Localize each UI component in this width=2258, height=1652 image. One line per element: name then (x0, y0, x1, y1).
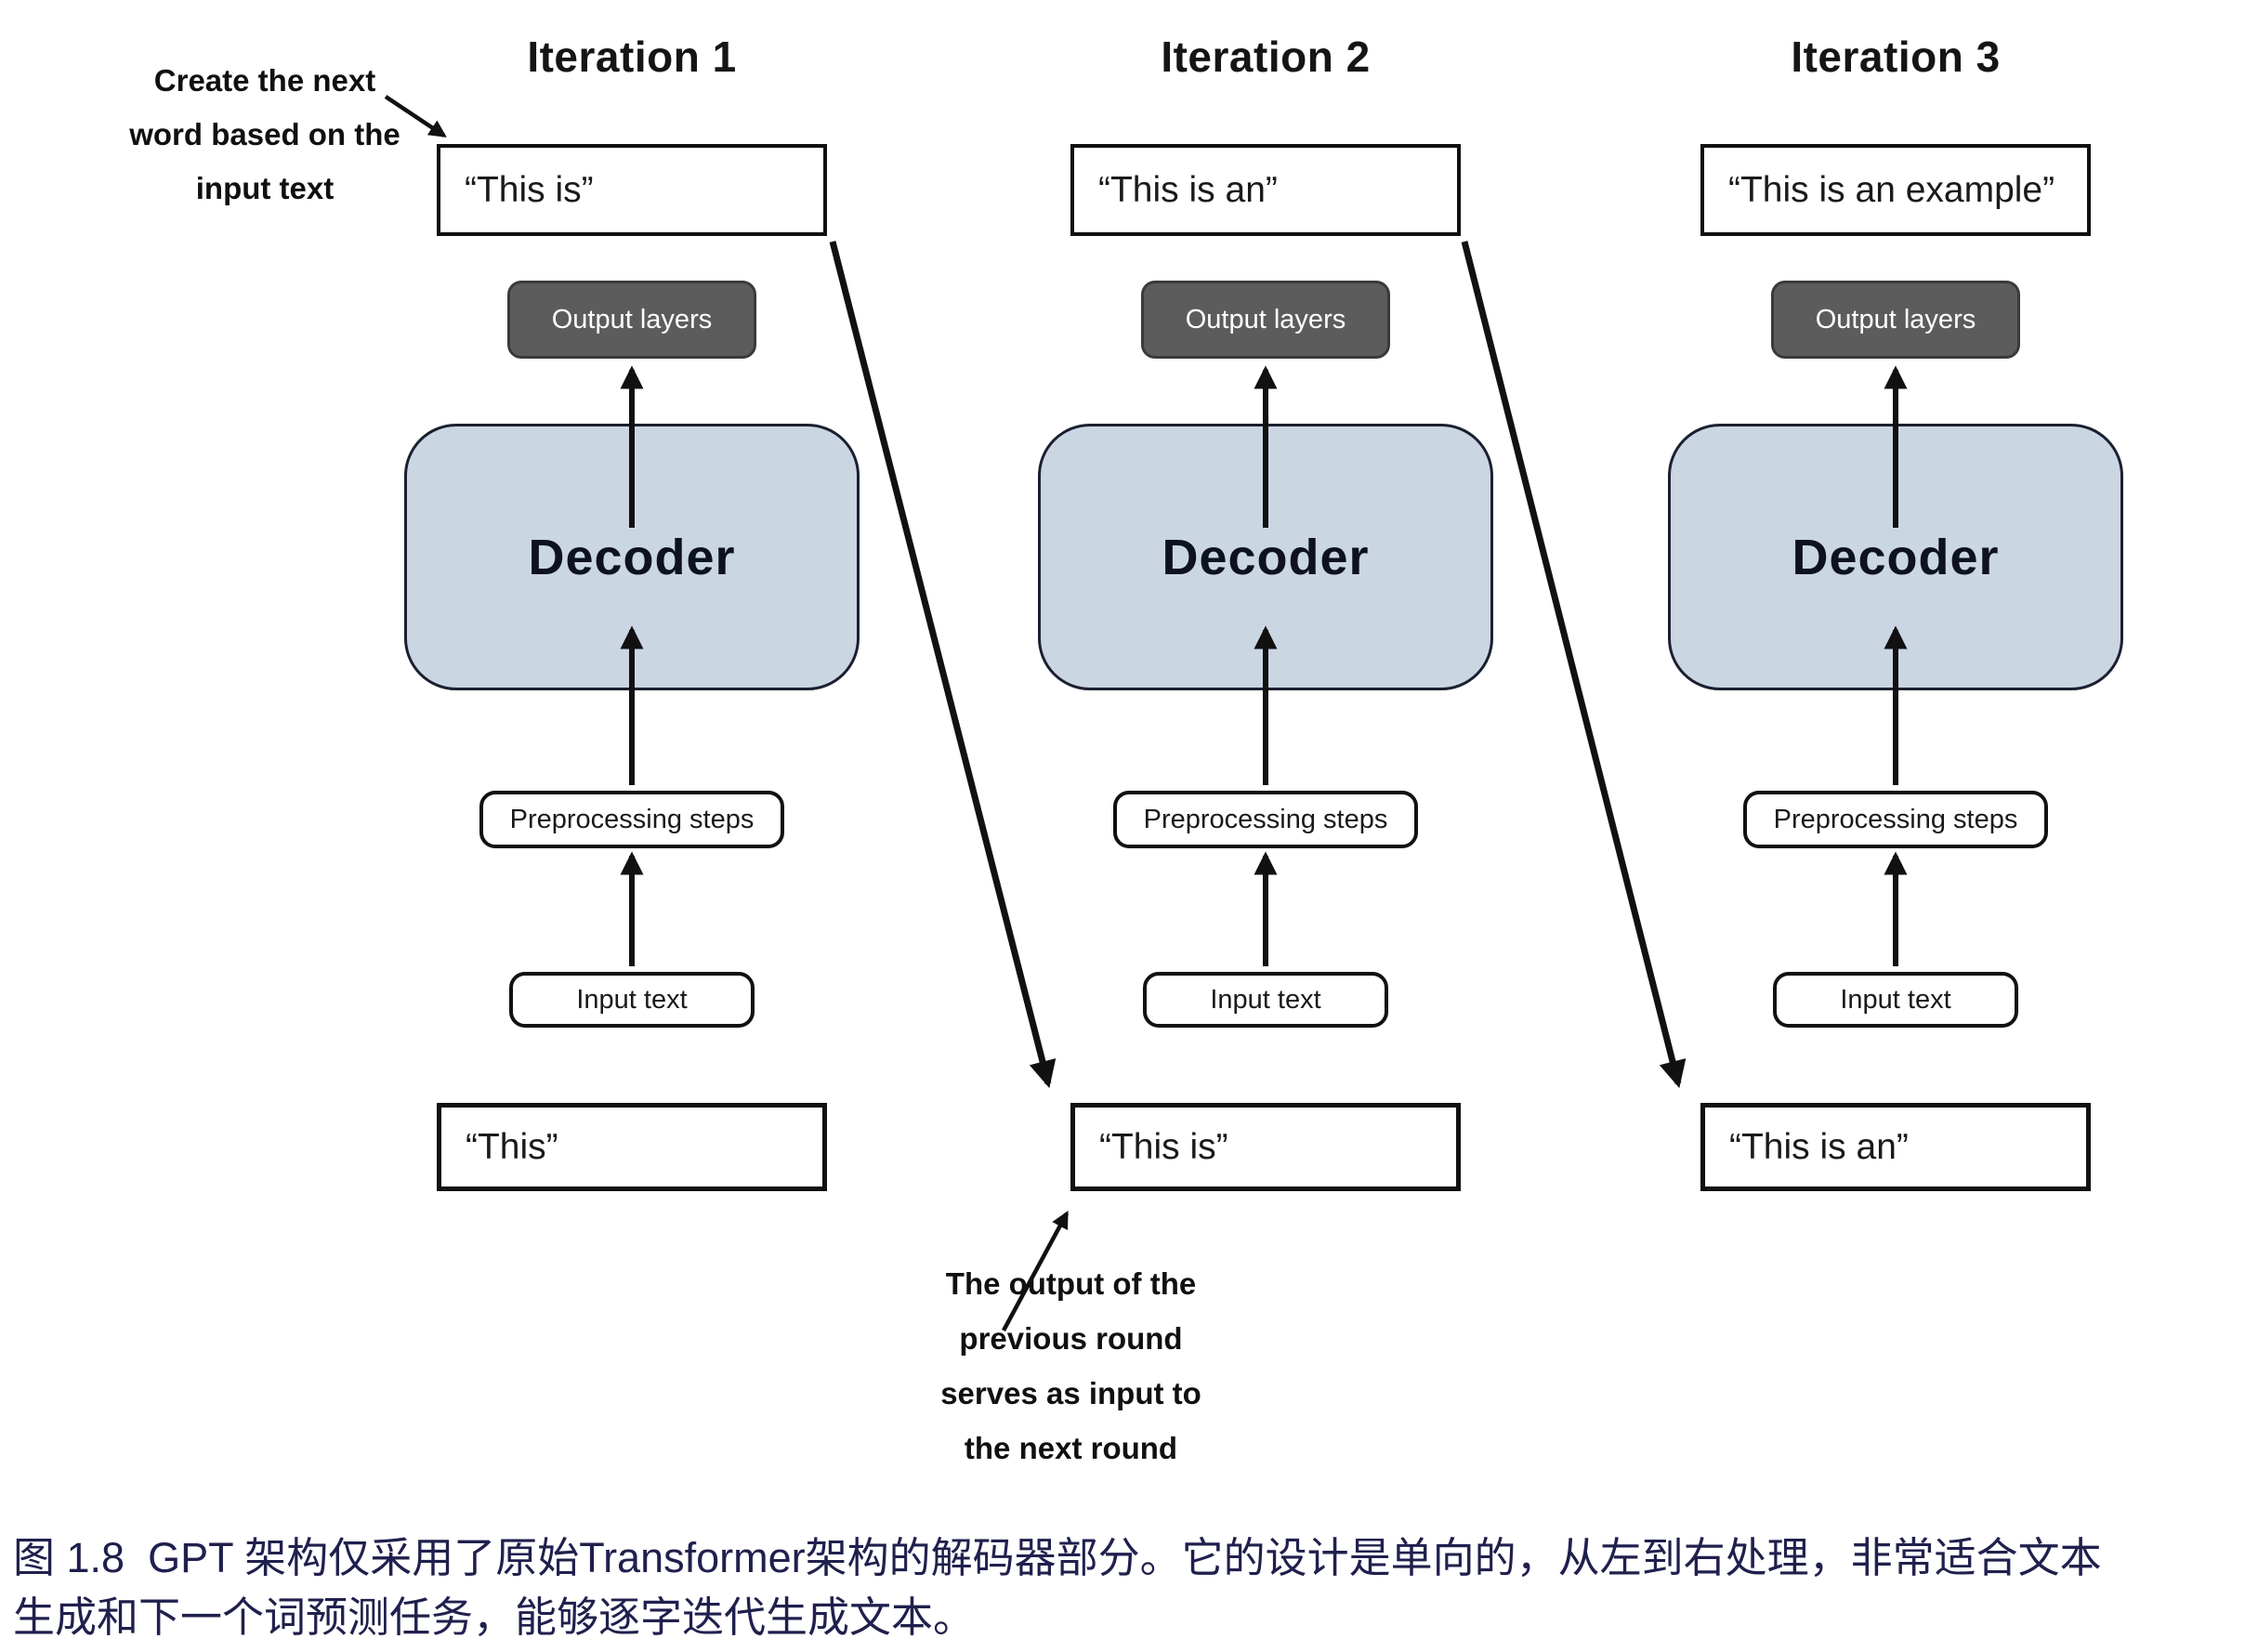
iteration-3-preprocessing-box: Preprocessing steps (1743, 791, 2048, 848)
iteration-1-preprocessing-box: Preprocessing steps (479, 791, 784, 848)
iteration-2-title: Iteration 2 (1161, 33, 1371, 81)
iteration-3-output-layers-box: Output layers (1771, 281, 2020, 359)
annotation-line: The output of the (945, 1266, 1197, 1301)
iteration-1-title: Iteration 1 (527, 33, 737, 81)
iteration-1-generated-text-box: “This is” (437, 144, 827, 236)
figure-caption-line-1: 图 1.8 GPT 架构仅采用了原始Transformer架构的解码器部分。它的… (13, 1534, 2102, 1581)
figure-caption-line-2: 生成和下一个词预测任务，能够逐字迭代生成文本。 (13, 1593, 976, 1641)
annotation-line: word based on the (129, 117, 400, 151)
iteration-3-input-text-box: Input text (1773, 972, 2018, 1028)
annotation-line: Create the next (153, 63, 376, 98)
iteration-1-input-text-box: Input text (509, 972, 755, 1028)
iteration-3-decoder-box: Decoder (1668, 424, 2123, 690)
iteration-2-output-layers-box: Output layers (1141, 281, 1390, 359)
iteration-1-input-string-box: “This” (437, 1103, 827, 1191)
iteration-1-decoder-box: Decoder (404, 424, 860, 690)
annotation-line: previous round (959, 1321, 1183, 1356)
annotation-output-serves-input: The output of the previous round serves … (864, 1256, 1278, 1475)
iteration-3-input-string-box: “This is an” (1700, 1103, 2091, 1191)
iteration-3-generated-text-box: “This is an example” (1700, 144, 2091, 236)
annotation-line: the next round (964, 1431, 1178, 1465)
iteration-2-input-text-box: Input text (1143, 972, 1388, 1028)
iteration-2-preprocessing-box: Preprocessing steps (1113, 791, 1418, 848)
figure-caption: 图 1.8 GPT 架构仅采用了原始Transformer架构的解码器部分。它的… (13, 1528, 2254, 1647)
iteration-2-input-string-box: “This is” (1070, 1103, 1461, 1191)
iteration-1-output-layers-box: Output layers (507, 281, 756, 359)
annotation-line: serves as input to (940, 1376, 1201, 1410)
annotation-line: input text (195, 171, 335, 205)
annotation-create-next-word: Create the next word based on the input … (51, 54, 479, 216)
iteration-2-decoder-box: Decoder (1038, 424, 1493, 690)
iteration-3-title: Iteration 3 (1791, 33, 2001, 81)
arrow-output1-to-input2 (829, 241, 1057, 1089)
arrow-output2-to-input3 (1461, 241, 1687, 1089)
iteration-2-generated-text-box: “This is an” (1070, 144, 1461, 236)
